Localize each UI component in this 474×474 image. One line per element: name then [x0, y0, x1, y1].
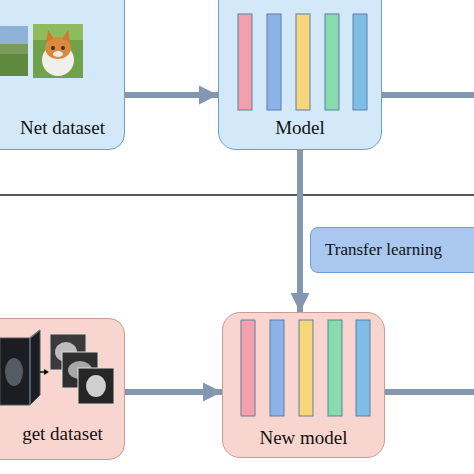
slice-arrow — [44, 369, 49, 375]
divider-line — [0, 194, 474, 196]
ct-slices — [50, 334, 114, 404]
node-label: get dataset — [0, 423, 124, 445]
model-box: New model — [222, 312, 385, 458]
landscape-photo — [0, 26, 28, 76]
method-label-box: Transfer learning — [310, 227, 474, 273]
dataset-box: get dataset — [0, 318, 125, 460]
node-label: Net dataset — [0, 117, 124, 139]
flow-arrow — [297, 150, 303, 312]
connector-layer — [125, 95, 300, 392]
model-box: Model — [218, 0, 382, 150]
node-label: Transfer learning — [311, 240, 474, 260]
layer-bars — [241, 320, 370, 416]
flow-arrow — [125, 92, 218, 98]
flow-arrow — [125, 389, 222, 395]
ct-volume — [0, 330, 40, 405]
outgoing-arrow — [385, 389, 474, 395]
layer-bars — [238, 14, 367, 110]
outgoing-arrow — [382, 92, 474, 98]
node-label: New model — [223, 427, 384, 449]
kitten-photo — [33, 24, 83, 78]
dataset-box: Net dataset — [0, 0, 125, 150]
node-label: Model — [219, 117, 381, 139]
slice-arrow — [40, 371, 46, 373]
